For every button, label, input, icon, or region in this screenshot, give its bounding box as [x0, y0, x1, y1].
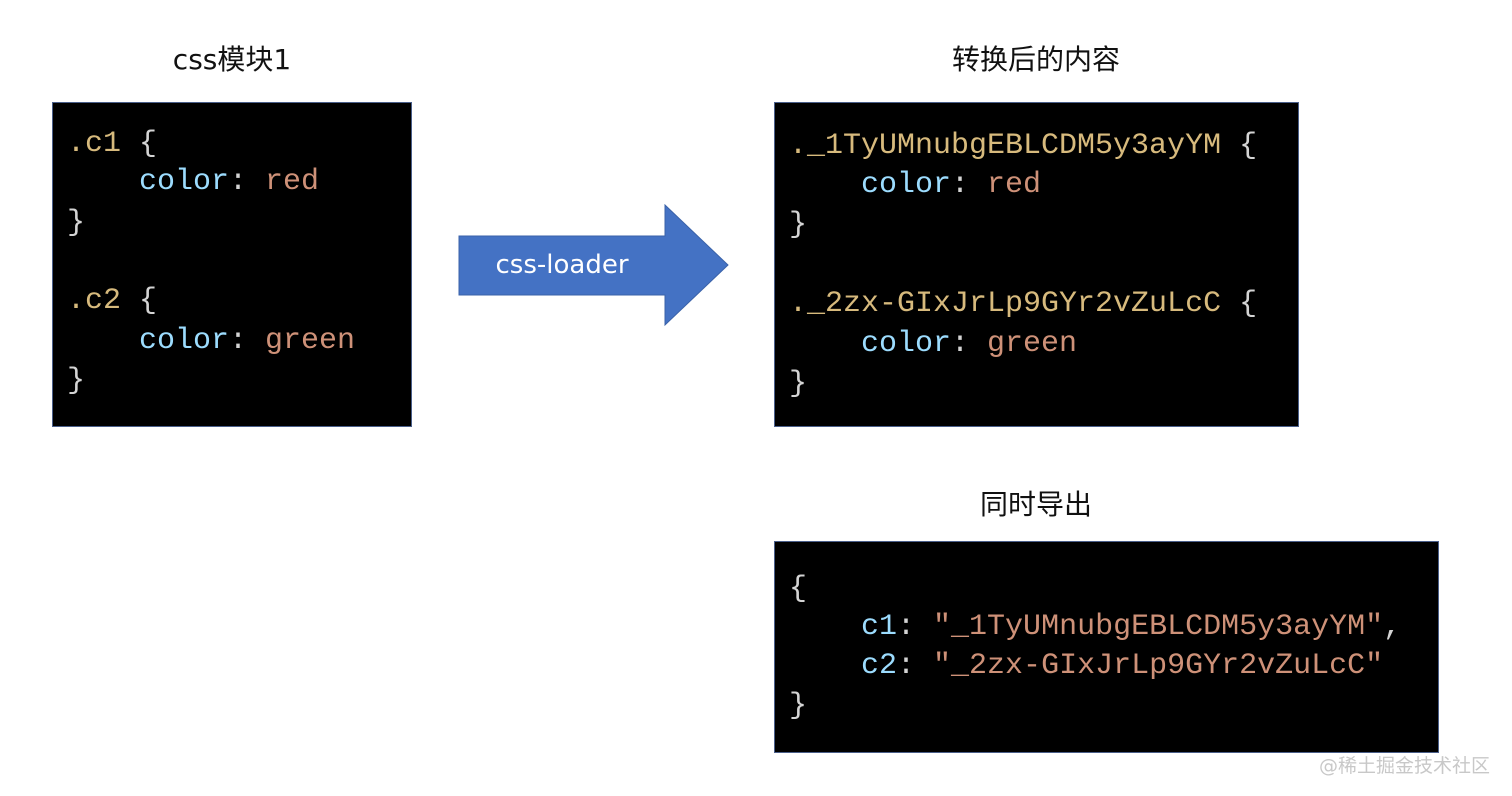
code-token-brace: {: [121, 127, 158, 161]
code-token-brace: {: [789, 572, 808, 606]
code-token-brace: {: [1221, 287, 1258, 321]
code-line: {: [789, 569, 807, 609]
code-token-punct: :: [897, 610, 934, 644]
code-token-selector: ._2zx-GIxJrLp9GYr2vZuLcC: [789, 287, 1222, 321]
code-token-brace: }: [789, 689, 808, 723]
code-token-prop: color: [789, 168, 952, 202]
exported-code-block: { c1: "_1TyUMnubgEBLCDM5y3ayYM", c2: "_2…: [774, 541, 1439, 753]
code-line: c1: "_1TyUMnubgEBLCDM5y3ayYM",: [789, 607, 1401, 647]
code-line: }: [67, 203, 85, 243]
code-line: }: [789, 205, 807, 245]
source-code-block: .c1 { color: red} .c2 { color: green}: [52, 102, 412, 427]
code-token-brace: {: [1221, 129, 1258, 163]
right-arrow-icon: [458, 204, 729, 327]
code-token-punct: :: [229, 165, 266, 199]
code-token-selector: .c2: [67, 284, 122, 318]
converted-title: 转换后的内容: [951, 43, 1120, 76]
code-line: }: [789, 686, 807, 726]
code-line: }: [67, 361, 85, 401]
arrow-shape: [458, 204, 729, 327]
code-token-punct: :: [951, 168, 988, 202]
code-token-selector: ._1TyUMnubgEBLCDM5y3ayYM: [789, 129, 1222, 163]
code-line: color: green: [789, 324, 1077, 364]
code-token-prop: color: [67, 324, 230, 358]
code-token-punct: :: [229, 324, 266, 358]
code-line: .c2 {: [67, 281, 157, 321]
code-line: color: green: [67, 321, 355, 361]
exported-title: 同时导出: [979, 488, 1092, 521]
code-token-prop: color: [789, 327, 952, 361]
code-token-prop: c2: [789, 649, 898, 683]
code-line: color: red: [789, 165, 1041, 205]
code-token-selector: .c1: [67, 127, 122, 161]
css-loader-label: css-loader: [495, 250, 629, 280]
converted-code-block: ._1TyUMnubgEBLCDM5y3ayYM { color: red} ._…: [774, 102, 1299, 427]
code-token-prop: color: [67, 165, 230, 199]
code-token-value: green: [987, 327, 1078, 361]
watermark: @稀土掘金技术社区: [1318, 755, 1490, 777]
code-line: }: [789, 364, 807, 404]
code-line: ._1TyUMnubgEBLCDM5y3ayYM {: [789, 126, 1257, 166]
code-token-brace: }: [789, 367, 808, 401]
code-token-brace: }: [67, 364, 86, 398]
code-line: color: red: [67, 162, 319, 202]
code-line: .c1 {: [67, 124, 157, 164]
code-token-value: red: [987, 168, 1042, 202]
source-title: css模块1: [172, 43, 292, 76]
code-token-value: red: [265, 165, 320, 199]
code-token-value: "_1TyUMnubgEBLCDM5y3ayYM": [933, 610, 1384, 644]
code-line: ._2zx-GIxJrLp9GYr2vZuLcC {: [789, 284, 1257, 324]
code-token-punct: :: [897, 649, 934, 683]
code-line: c2: "_2zx-GIxJrLp9GYr2vZuLcC": [789, 646, 1383, 686]
code-token-punct: :: [951, 327, 988, 361]
code-token-brace: }: [67, 206, 86, 240]
code-token-brace: }: [789, 208, 808, 242]
code-token-value: "_2zx-GIxJrLp9GYr2vZuLcC": [933, 649, 1384, 683]
code-token-value: green: [265, 324, 356, 358]
code-token-brace: {: [121, 284, 158, 318]
code-token-prop: c1: [789, 610, 898, 644]
code-token-punct: ,: [1383, 610, 1402, 644]
